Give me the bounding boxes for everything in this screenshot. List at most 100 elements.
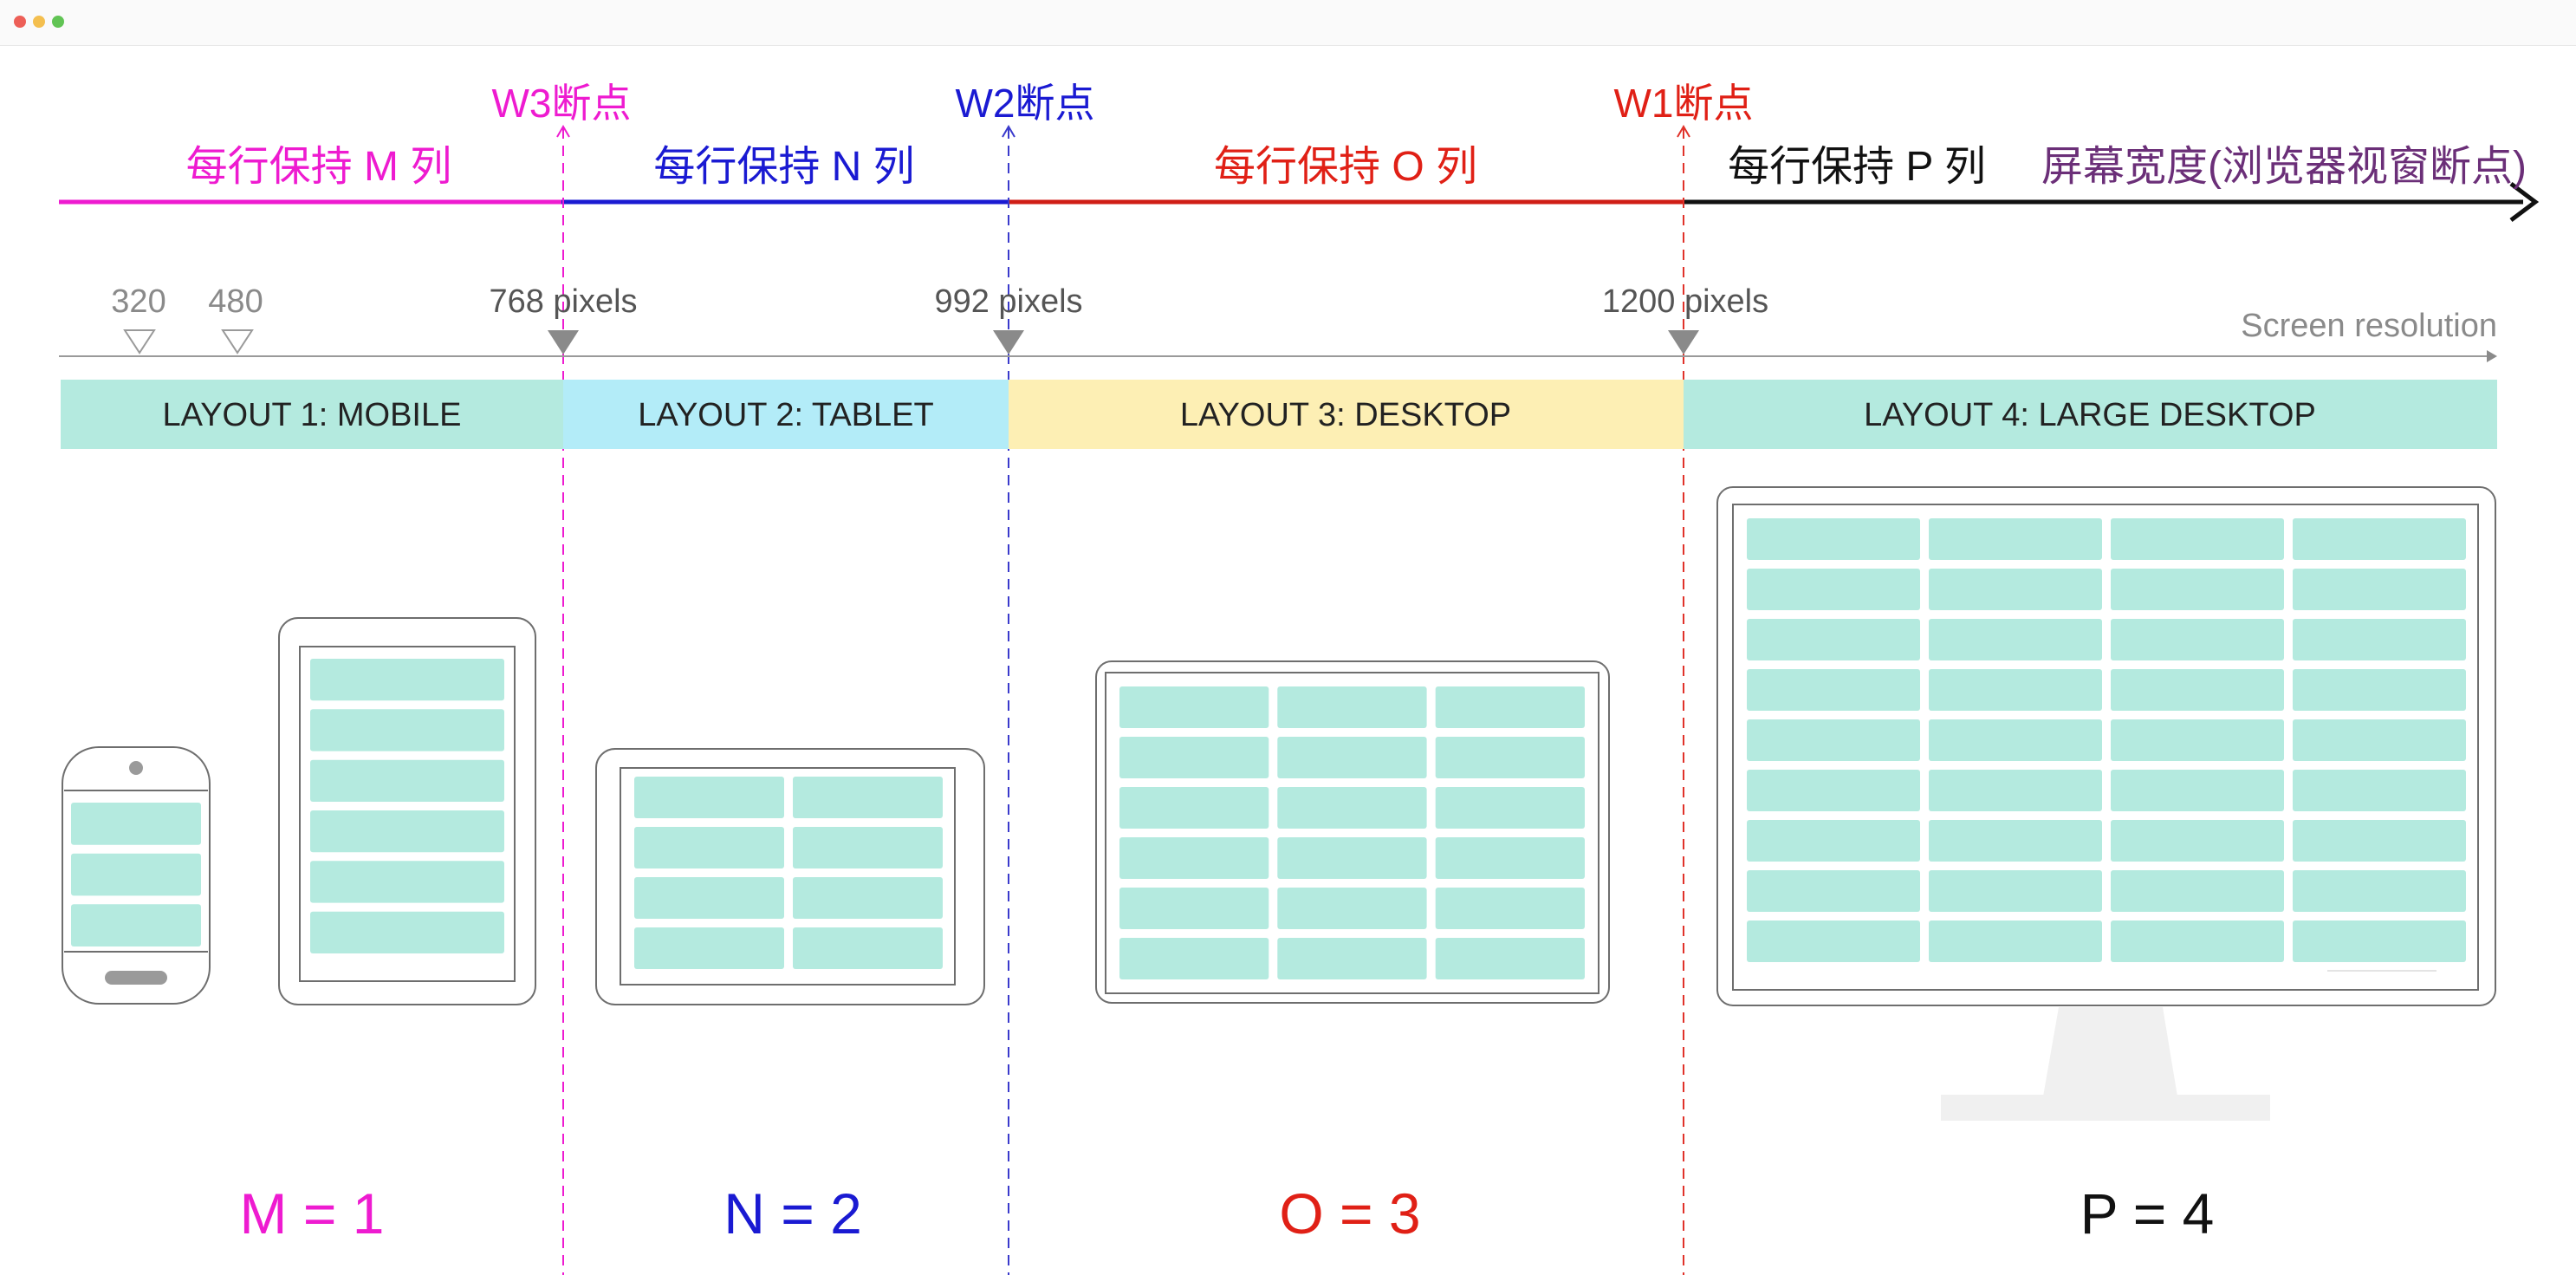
grid-cell [1929,518,2102,560]
grid-cell [1747,518,1920,560]
grid-cell [71,853,201,896]
segment-label-n: 每行保持 N 列 [653,144,914,190]
grid-cell [1435,737,1585,778]
layout-label-desktop: LAYOUT 3: DESKTOP [1180,397,1511,433]
breakpoint-label-w2: W2断点 [956,81,1095,126]
columns-axis: 每行保持 M 列 每行保持 N 列 每行保持 O 列 每行保持 P 列 屏幕宽度… [59,144,2540,222]
devices [62,486,2496,1121]
grid-cell [1119,787,1269,829]
grid-cell [793,777,943,818]
grid-cell [2111,669,2284,711]
grid-cell [2293,770,2466,811]
grid-cell [1277,737,1427,778]
zoom-window-button[interactable] [52,16,64,28]
grid-cell [1929,619,2102,660]
close-window-button[interactable] [14,16,26,28]
equation-o: O = 3 [1279,1181,1420,1246]
grid-cell [1747,820,1920,862]
segment-label-o: 每行保持 O 列 [1214,144,1477,190]
tablet-portrait-device [278,617,536,1005]
segment-label-m: 每行保持 M 列 [186,144,452,190]
tick-label: 768 pixels [489,283,637,320]
grid-cell [1435,787,1585,829]
large-desktop-device [1716,486,2496,1121]
tick-marker-icon [221,329,254,355]
grid-cell [310,659,504,701]
grid-cell [2111,518,2284,560]
grid-cell [310,810,504,853]
phone-camera-icon [129,761,143,775]
grid-cell [2293,820,2466,862]
tablet-landscape-grid [634,777,943,969]
grid-cell [310,861,504,903]
monitor-stand-base [1941,1095,2270,1121]
grid-cell [1747,669,1920,711]
layout-band-mobile [61,380,563,449]
guide-arrow-icon [1002,125,1015,138]
grid-cell [2111,719,2284,761]
grid-cell [1747,719,1920,761]
tick-marker-icon [1668,330,1699,355]
grid-cell [1435,686,1585,728]
grid-cell [2293,669,2466,711]
equation-m: M = 1 [240,1181,385,1246]
desktop-grid [1119,686,1585,979]
layout-label-tablet: LAYOUT 2: TABLET [638,397,933,433]
grid-cell [1929,669,2102,711]
layout-band-desktop [1009,380,1684,449]
grid-cell [310,759,504,802]
grid-cell [1119,737,1269,778]
breakpoint-guides: W3断点 W2断点 W1断点 [492,81,1754,1275]
phone-home-button [105,971,167,985]
grid-cell [1277,787,1427,829]
grid-cell [2111,569,2284,610]
segment-label-p: 每行保持 P 列 [1728,144,1986,190]
guide-arrow-icon [1677,125,1690,138]
grid-cell [1277,686,1427,728]
resolution-axis-title: Screen resolution [2241,308,2497,344]
grid-cell [2293,870,2466,912]
columns-axis-title: 屏幕宽度(浏览器视窗断点) [2041,144,2527,190]
layout-label-large-desktop: LAYOUT 4: LARGE DESKTOP [1864,397,2316,433]
layout-band-tablet [563,380,1009,449]
axis-arrow-icon [2509,182,2540,222]
grid-cell [2293,619,2466,660]
grid-cell [2111,870,2284,912]
grid-cell [2293,920,2466,962]
breakpoint-label-w3: W3断点 [492,81,632,126]
grid-cell [71,803,201,845]
tick-label: 992 pixels [934,283,1082,320]
grid-cell [634,827,784,868]
guide-arrow-icon [556,125,570,138]
monitor-stand-neck [2043,1007,2177,1096]
tablet-portrait-grid [310,659,504,953]
resolution-axis-arrow-icon [2487,350,2497,362]
grid-cell [2111,770,2284,811]
large-desktop-grid [1747,518,2466,962]
grid-cell [2293,719,2466,761]
column-equations: M = 1 N = 2 O = 3 P = 4 [240,1181,2215,1246]
window-titlebar [0,0,2576,46]
tick-marker-icon [993,330,1024,355]
grid-cell [793,927,943,969]
grid-cell [1929,870,2102,912]
layout-band-large-desktop [1684,380,2497,449]
grid-cell [1119,938,1269,979]
grid-cell [2111,820,2284,862]
minimize-window-button[interactable] [33,16,45,28]
grid-cell [793,877,943,919]
grid-cell [1277,938,1427,979]
grid-cell [1747,619,1920,660]
grid-cell [310,911,504,953]
tick-marker-icon [548,330,579,355]
grid-cell [1277,888,1427,929]
tablet-landscape-device [595,748,985,1005]
breakpoint-label-w1: W1断点 [1614,81,1754,126]
grid-cell [1929,920,2102,962]
grid-cell [310,709,504,751]
grid-cell [1747,920,1920,962]
tick-label: 1200 pixels [1602,283,1768,320]
tick-marker-icon [123,329,156,355]
